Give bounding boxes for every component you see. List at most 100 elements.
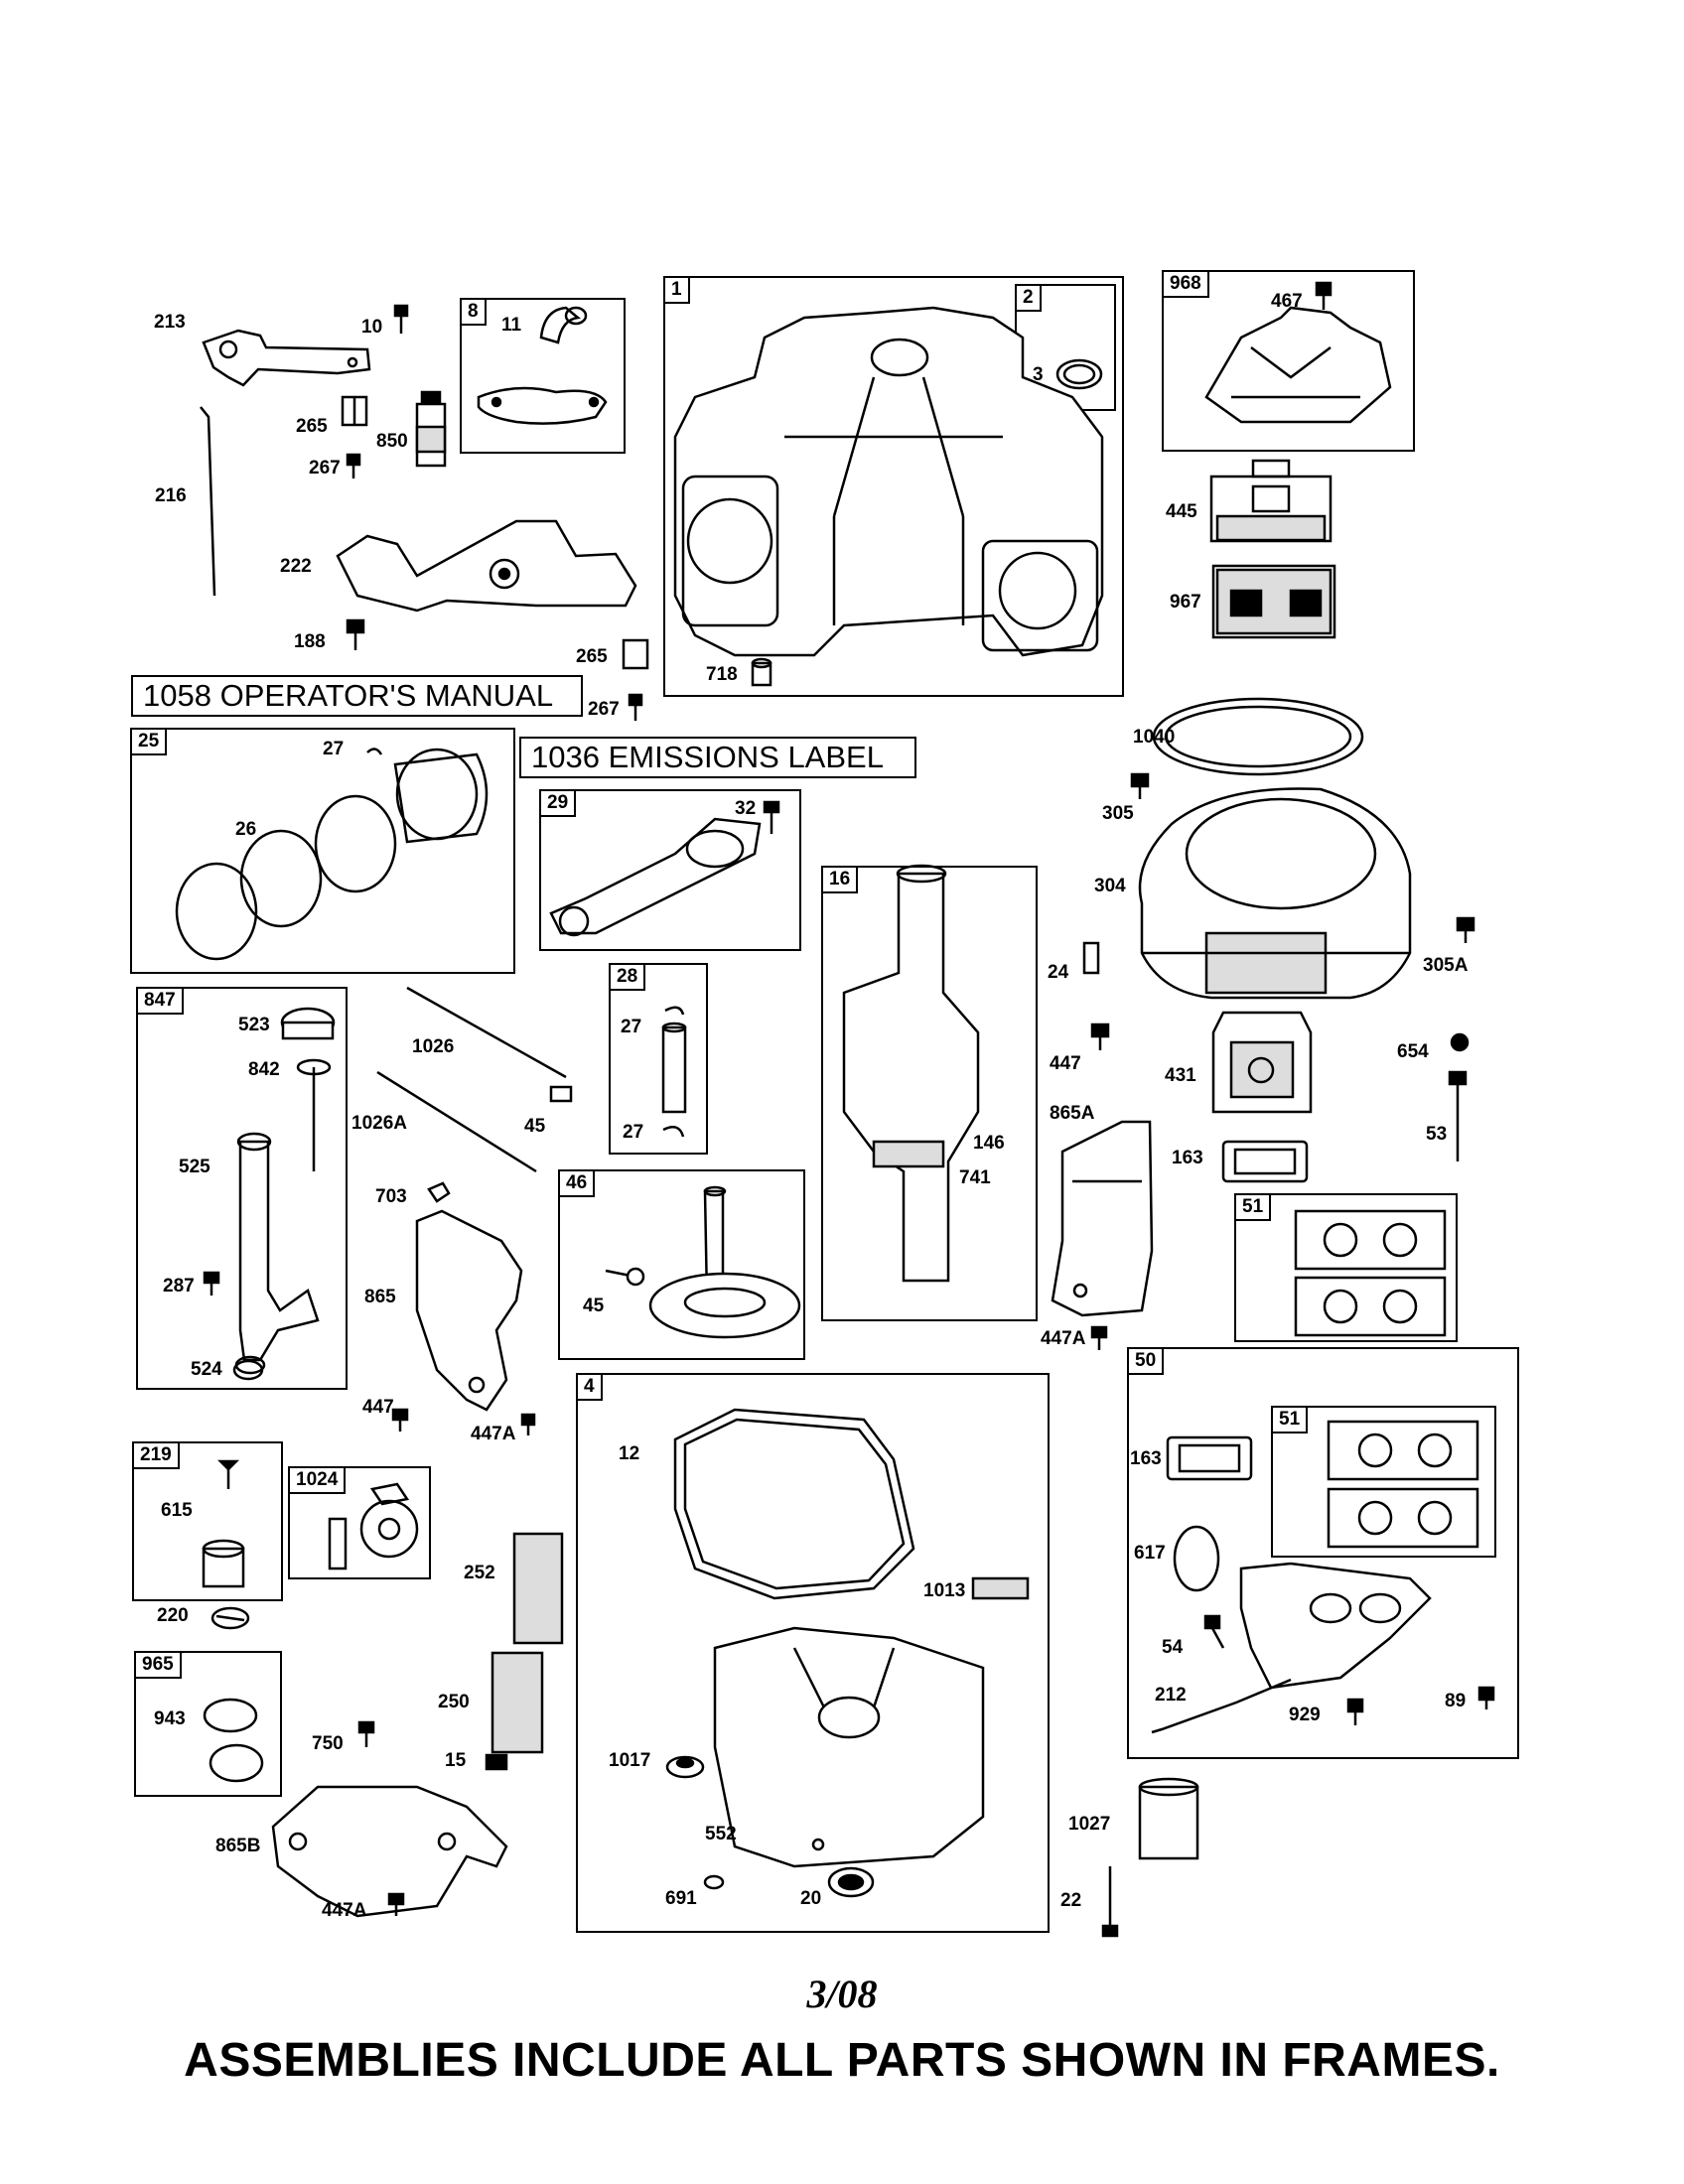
seal-ring-3-icon — [1055, 358, 1103, 390]
callout-617: 617 — [1134, 1543, 1166, 1564]
callout-54: 54 — [1162, 1637, 1184, 1658]
frame-id: 219 — [134, 1443, 180, 1469]
frame-50-intake-manifold: 50 — [1127, 1347, 1519, 1759]
frame-968-air-cleaner: 968 — [1162, 270, 1415, 452]
sump-icon — [713, 1626, 985, 1868]
callout-703: 703 — [375, 1186, 407, 1207]
frame-id: 2 — [1017, 286, 1042, 312]
callout-24: 24 — [1048, 962, 1069, 983]
screw-447A-b-icon — [520, 1413, 536, 1435]
callout-53: 53 — [1426, 1124, 1448, 1145]
callout-750: 750 — [312, 1733, 344, 1754]
callout-967: 967 — [1170, 592, 1201, 613]
callout-250: 250 — [438, 1692, 470, 1712]
callout-3: 3 — [1033, 364, 1044, 385]
sealant-tube-850-icon — [415, 390, 447, 468]
callout-447Ab: 447A — [471, 1424, 516, 1444]
sump-gasket-12-icon — [673, 1408, 915, 1600]
oil-pump-1024-icon — [328, 1482, 419, 1570]
frame-1024-oil-pump: 1024 — [288, 1466, 431, 1579]
footer-note: ASSEMBLIES INCLUDE ALL PARTS SHOWN IN FR… — [184, 2034, 1500, 2087]
callout-865B: 865B — [215, 1836, 261, 1856]
dowel-718-icon — [751, 657, 772, 687]
callout-305: 305 — [1102, 803, 1134, 824]
callout-27b: 27 — [621, 1017, 642, 1037]
shroud-865A-icon — [1051, 1120, 1154, 1317]
callout-447Ac: 447A — [322, 1900, 367, 1921]
filter-252-icon — [512, 1532, 564, 1645]
callout-212: 212 — [1155, 1685, 1187, 1706]
callout-222: 222 — [280, 556, 312, 577]
screw-89-icon — [1477, 1686, 1495, 1709]
gasket-617-icon — [1173, 1525, 1220, 1592]
frame-51-gasket-set: 51 — [1234, 1193, 1458, 1342]
callout-1040: 1040 — [1133, 727, 1176, 748]
emissions-label: 1036 EMISSIONS LABEL — [519, 737, 916, 778]
screw-447A-c-icon — [387, 1892, 405, 1916]
air-filter-445-icon — [1209, 459, 1333, 543]
callout-525: 525 — [179, 1157, 210, 1177]
clip-703-icon — [427, 1181, 451, 1203]
callout-741: 741 — [959, 1167, 991, 1188]
frame-id: 51 — [1273, 1408, 1309, 1433]
breather-tube-11-icon — [539, 306, 588, 344]
cylinder-block-icon — [673, 306, 1104, 657]
rod-212-icon — [1151, 1678, 1292, 1734]
screw-267-icon — [346, 453, 361, 478]
air-cleaner-cover-icon — [1204, 306, 1392, 424]
callout-467: 467 — [1271, 291, 1303, 312]
link-rod-216-icon — [200, 406, 216, 597]
tappet-45a-icon — [549, 1085, 573, 1103]
frame-id: 1024 — [290, 1468, 347, 1494]
callout-524: 524 — [191, 1359, 222, 1380]
callout-865: 865 — [364, 1287, 396, 1307]
frame-id: 4 — [578, 1375, 603, 1401]
nut-654-icon — [1450, 1032, 1470, 1052]
adapter-431-icon — [1211, 1011, 1313, 1114]
callout-865A: 865A — [1050, 1103, 1095, 1124]
callout-267: 267 — [309, 458, 341, 478]
frame-51-gasket-set-inner: 51 — [1271, 1406, 1496, 1558]
callout-691: 691 — [665, 1888, 697, 1909]
plug-1017-icon — [665, 1755, 705, 1779]
gasket-1040-icon — [1152, 697, 1364, 776]
filter-250-icon — [491, 1651, 544, 1754]
frame-25-piston: 25 — [130, 728, 515, 974]
screw-188-icon — [346, 618, 365, 650]
shroud-865-icon — [415, 1209, 523, 1412]
callout-1026: 1026 — [412, 1036, 455, 1057]
seal-20-icon — [827, 1866, 875, 1898]
callout-216: 216 — [155, 485, 187, 506]
frame-id: 8 — [462, 300, 487, 326]
callout-929: 929 — [1289, 1705, 1321, 1725]
frame-4-sump: 4 — [576, 1373, 1050, 1933]
callout-22: 22 — [1060, 1890, 1082, 1911]
callout-552: 552 — [705, 1824, 737, 1844]
frame-id: 847 — [138, 989, 184, 1015]
callout-213: 213 — [154, 312, 186, 333]
clip-265b-icon — [622, 638, 649, 670]
frame-46-camshaft: 46 — [558, 1169, 805, 1360]
pushrod-1026-icon — [376, 986, 567, 1173]
frame-1-cylinder-block: 1 — [663, 276, 1124, 697]
callout-718: 718 — [706, 664, 738, 685]
screw-929-icon — [1346, 1698, 1364, 1725]
revision-date: 3/08 — [806, 1972, 878, 2016]
callout-267b: 267 — [588, 699, 620, 720]
crankshaft-icon — [842, 864, 980, 1283]
screw-447a-icon — [1090, 1023, 1110, 1050]
governor-219-icon — [202, 1459, 245, 1588]
frame-8-breather: 8 — [460, 298, 626, 454]
callout-27c: 27 — [623, 1122, 644, 1143]
callout-1013: 1013 — [923, 1580, 966, 1601]
callout-305A: 305A — [1423, 955, 1469, 976]
callout-850: 850 — [376, 431, 408, 452]
callout-447a: 447 — [1050, 1053, 1081, 1074]
callout-265b: 265 — [576, 646, 608, 667]
callout-615: 615 — [161, 1500, 193, 1521]
frame-219-governor: 219 — [132, 1441, 283, 1601]
screw-750-icon — [357, 1720, 375, 1747]
bracket-213-icon — [202, 329, 371, 387]
cover-965-icon — [209, 1743, 264, 1783]
oring-524-icon — [232, 1359, 264, 1381]
